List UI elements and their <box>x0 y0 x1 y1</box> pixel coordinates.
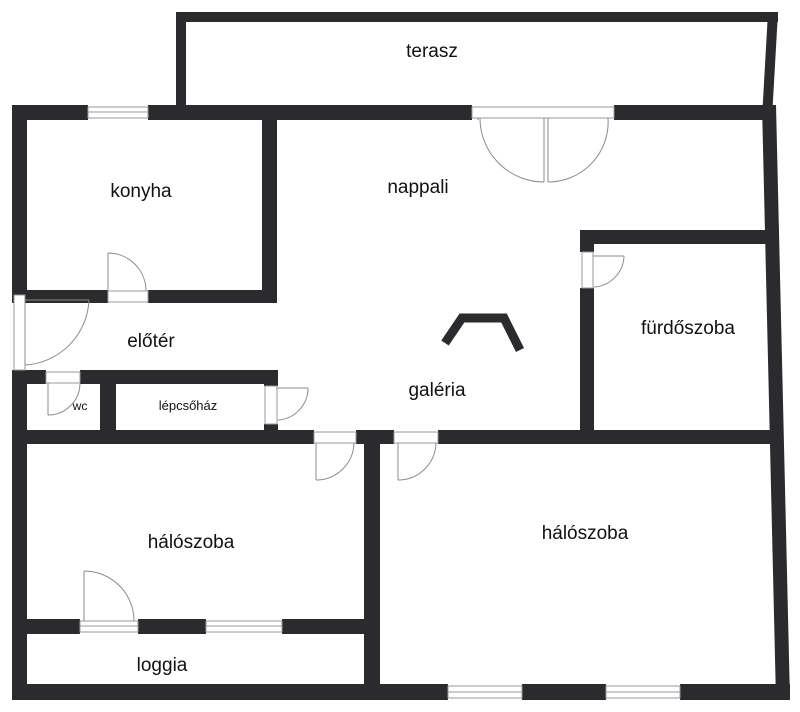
outer-wall-top-mid <box>148 105 472 120</box>
bathroom-wall-left <box>580 288 594 444</box>
wc-wall-top-right <box>80 370 278 384</box>
gallery-stair-mark <box>441 313 525 353</box>
window-bedroom-bottom-1 <box>447 685 523 699</box>
room-label-haloszoba-left: hálószoba <box>148 532 235 553</box>
outer-wall-bottom-left <box>12 684 448 700</box>
kitchen-wall-right <box>262 105 277 303</box>
room-labels: terasz konyha nappali előtér fürdőszoba … <box>72 41 736 676</box>
wc-wall-right <box>100 370 116 444</box>
kitchen-wall-bottom-right <box>148 290 277 303</box>
door-bedroom-right <box>393 431 439 481</box>
outer-wall-top-left <box>12 105 88 120</box>
room-label-eloter: előtér <box>127 331 175 352</box>
windows <box>79 106 681 699</box>
room-label-lepcsohaz: lépcsőház <box>159 398 218 413</box>
bathroom-wall-left-top <box>580 230 594 252</box>
stair-wall-right-top <box>264 370 278 386</box>
loggia-wall-left <box>12 619 80 634</box>
window-kitchen-top <box>87 106 149 119</box>
door-bathroom <box>581 251 625 289</box>
window-loggia-2 <box>205 620 283 633</box>
outer-wall-top-right <box>614 105 772 120</box>
terrace-wall-right <box>762 12 778 118</box>
door-terrace-double <box>471 106 615 183</box>
doors <box>13 106 625 622</box>
door-wc <box>45 371 81 416</box>
window-loggia-1 <box>79 620 139 633</box>
room-label-nappali: nappali <box>387 177 448 198</box>
outer-wall-left-lower <box>12 370 27 700</box>
walls <box>12 12 790 700</box>
door-staircase <box>264 385 309 425</box>
kitchen-wall-bottom-left <box>12 290 108 303</box>
terrace-wall-left <box>176 12 186 108</box>
room-label-loggia: loggia <box>137 655 188 676</box>
outer-wall-right <box>762 105 790 700</box>
wc-wall-top-left <box>12 370 46 384</box>
room-label-furdoszoba: fürdőszoba <box>641 318 735 339</box>
room-label-terasz: terasz <box>406 41 458 62</box>
bathroom-wall-top <box>580 230 768 244</box>
outer-wall-bottom-right <box>680 684 790 700</box>
central-wall-left <box>12 430 314 444</box>
outer-wall-bottom-mid <box>522 684 606 700</box>
loggia-wall-right <box>282 619 380 634</box>
outer-wall-left-upper <box>12 105 27 295</box>
room-label-konyha: konyha <box>110 181 172 202</box>
door-loggia <box>83 570 135 622</box>
room-label-galeria: galéria <box>408 380 465 401</box>
terrace-wall-top <box>176 12 778 22</box>
room-label-haloszoba-right: hálószoba <box>542 523 629 544</box>
loggia-wall-mid <box>138 619 206 634</box>
central-wall-right <box>438 430 774 444</box>
bedroom-divider <box>364 430 380 700</box>
door-kitchen <box>107 252 149 303</box>
window-bedroom-bottom-2 <box>605 685 681 699</box>
door-bedroom-left <box>313 431 357 481</box>
room-label-wc: wc <box>72 399 88 413</box>
door-entrance <box>13 294 90 371</box>
